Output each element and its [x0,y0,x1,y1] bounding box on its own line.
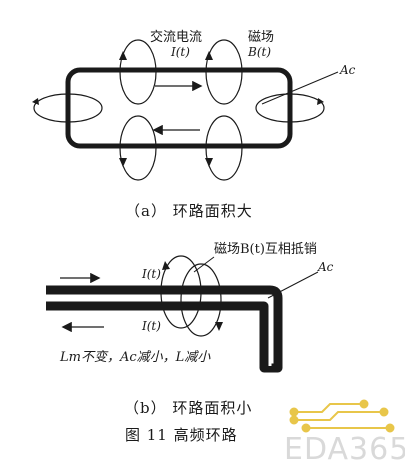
large-loop [65,67,293,149]
field-loop-top-left [119,39,157,105]
field-loop-bottom-left [119,115,157,181]
label-note: Lm不变，Ac减小，L减小 [60,350,211,365]
label-field: 磁场 [248,30,275,45]
field-loop-left [33,93,103,123]
watermark-circuit-icon [289,399,395,433]
field-loop-upper [160,255,202,329]
area-pointer-a [261,71,339,105]
small-loop-trace [46,285,283,373]
field-cancel-pointer [193,256,215,273]
caption-a: （a） 环路面积大 [125,202,253,220]
label-current: 交流电流 [150,30,203,45]
field-loop-bottom-right [205,115,243,181]
label-current-symbol: I(t) [171,45,190,59]
label-area-b: Ac [318,260,334,274]
field-loop-top-right [205,39,243,105]
label-field-cancel: 磁场B(t)互相抵销 [214,242,317,257]
label-current-top: I(t) [142,267,161,281]
field-loop-right [255,93,325,123]
area-pointer-b [267,271,319,299]
watermark-text: EDA365 [284,432,405,467]
label-field-symbol: B(t) [248,45,272,59]
caption-b: （b） 环路面积小 [124,399,253,417]
label-area-a: Ac [340,63,356,77]
label-current-bottom: I(t) [142,319,161,333]
figure-caption: 图 11 高频环路 [125,426,238,444]
field-loop-lower [180,263,222,337]
